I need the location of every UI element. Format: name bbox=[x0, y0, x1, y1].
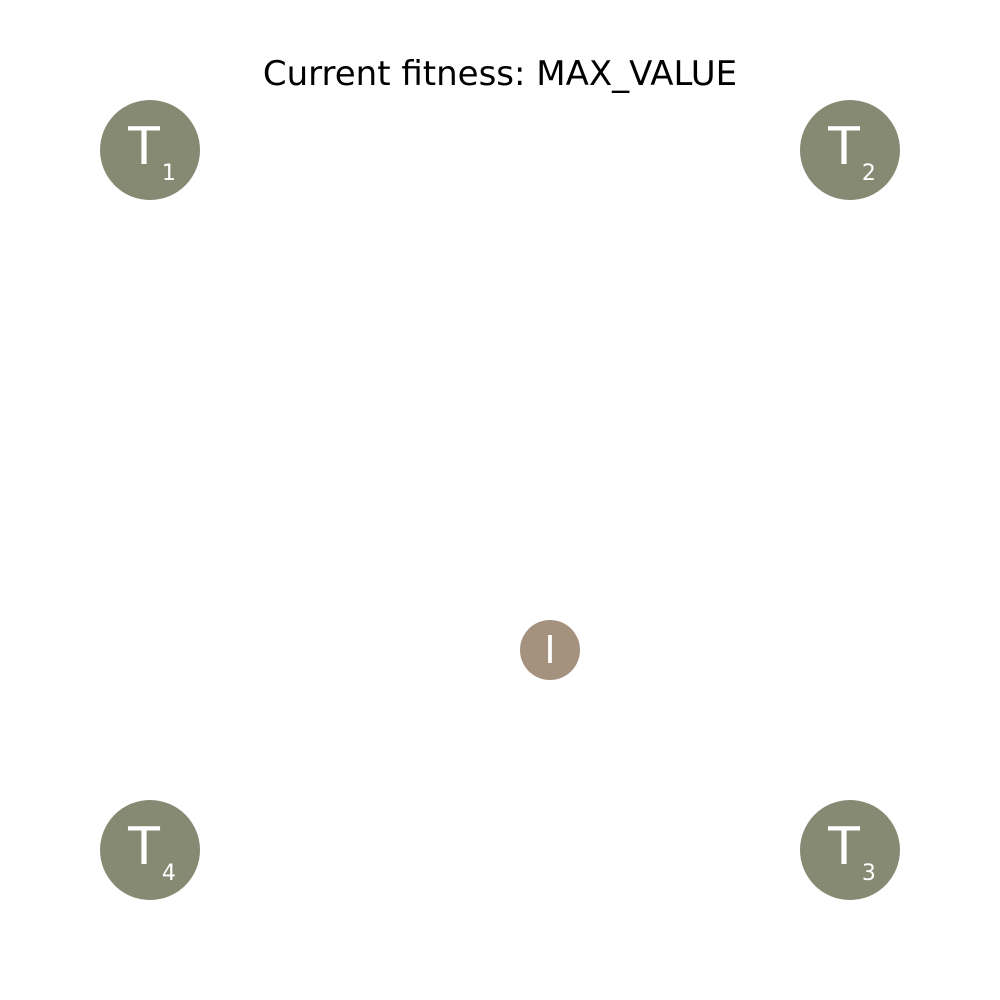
individual-node: I bbox=[520, 620, 580, 680]
target-node-4-index: 4 bbox=[161, 861, 176, 886]
target-node-3-index: 3 bbox=[861, 861, 876, 886]
target-node-1-index: 1 bbox=[161, 161, 176, 186]
individual-node-letter: I bbox=[544, 628, 556, 672]
target-node-2-index: 2 bbox=[861, 161, 876, 186]
fitness-label: Current fitness: MAX_VALUE bbox=[262, 54, 738, 94]
